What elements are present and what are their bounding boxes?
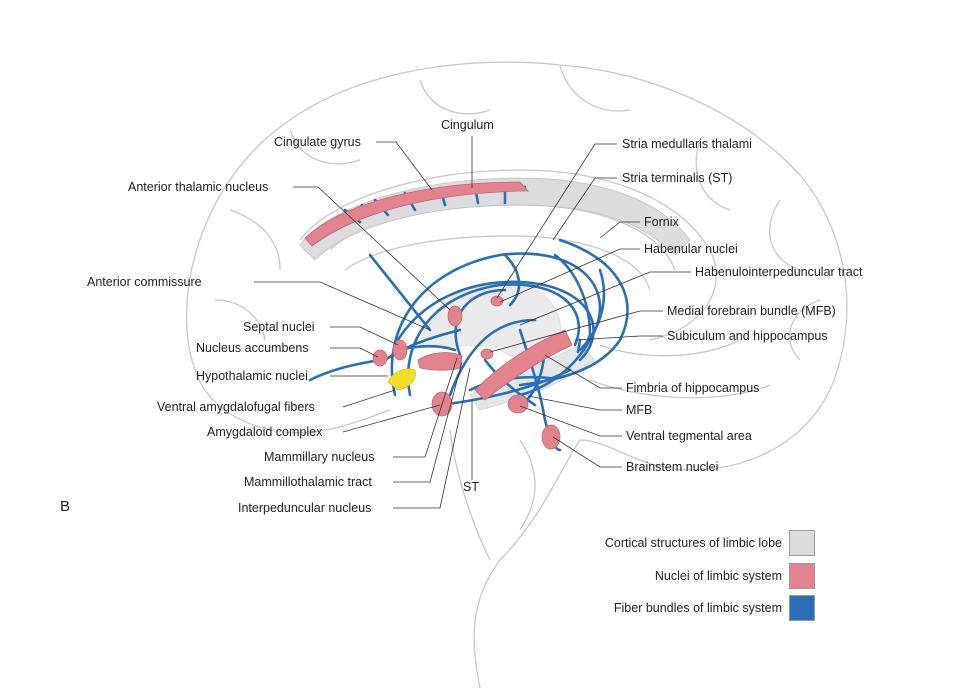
label-habenulointerpeduncular-tract: Habenulointerpeduncular tract	[695, 265, 863, 279]
yellow-structure	[387, 368, 416, 391]
legend-swatch-fiber	[789, 595, 815, 621]
label-septal-nuclei: Septal nuclei	[243, 320, 315, 334]
label-anterior-commissure: Anterior commissure	[87, 275, 202, 289]
legend-swatch-nuclei	[789, 563, 815, 589]
label-st: ST	[463, 480, 479, 494]
label-fornix: Fornix	[644, 215, 679, 229]
label-mammillothalamic-tract: Mammillothalamic tract	[244, 475, 372, 489]
label-mammillary-nucleus: Mammillary nucleus	[264, 450, 375, 464]
label-cingulate-gyrus: Cingulate gyrus	[274, 135, 361, 149]
label-hypothalamic-nuclei: Hypothalamic nuclei	[196, 369, 308, 383]
label-medial-forebrain-bundle: Medial forebrain bundle (MFB)	[667, 304, 836, 318]
legend-label-nuclei: Nuclei of limbic system	[654, 569, 782, 583]
label-anterior-thalamic-nucleus: Anterior thalamic nucleus	[128, 180, 269, 194]
label-brainstem-nuclei: Brainstem nuclei	[626, 460, 719, 474]
label-ventral-amygdalofugal-fibers: Ventral amygdalofugal fibers	[157, 400, 315, 414]
label-amygdaloid-complex: Amygdaloid complex	[207, 425, 323, 439]
label-subiculum-hippocampus: Subiculum and hippocampus	[667, 329, 828, 343]
label-stria-terminalis: Stria terminalis (ST)	[622, 171, 733, 185]
label-cingulum: Cingulum	[441, 118, 494, 132]
label-habenular-nuclei: Habenular nuclei	[644, 242, 738, 256]
label-nucleus-accumbens: Nucleus accumbens	[196, 341, 309, 355]
legend-label-fiber: Fiber bundles of limbic system	[613, 601, 782, 615]
label-interpeduncular-nucleus: Interpeduncular nucleus	[238, 501, 372, 515]
label-fimbria-hippocampus: Fimbria of hippocampus	[626, 381, 760, 395]
brain-outline	[185, 61, 848, 688]
label-ventral-tegmental-area: Ventral tegmental area	[626, 429, 752, 443]
leader-lines	[254, 136, 691, 509]
panel-letter: B	[60, 498, 71, 515]
label-mfb: MFB	[626, 403, 653, 417]
legend-swatch-cortical	[789, 530, 815, 556]
label-stria-medullaris-thalami: Stria medullaris thalami	[622, 137, 752, 151]
legend-label-cortical: Cortical structures of limbic lobe	[604, 536, 782, 550]
